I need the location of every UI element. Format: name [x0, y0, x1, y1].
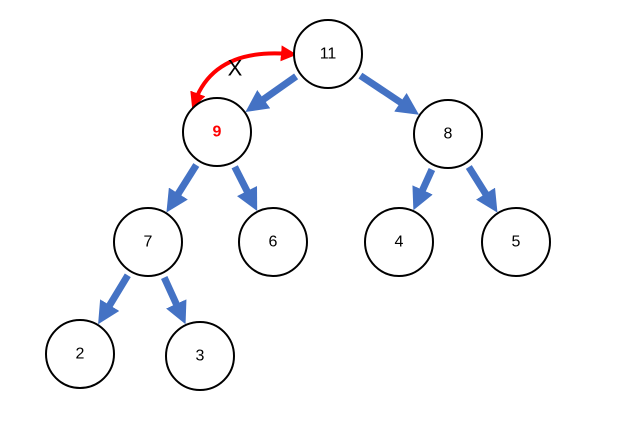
node-value-label: 4 [395, 234, 404, 251]
edge-arrow-right-rl [412, 168, 436, 211]
node-value-label: 3 [196, 348, 205, 365]
swap-indicator: X [190, 45, 297, 109]
node-circle [45, 319, 115, 389]
node-value-label: 8 [444, 126, 453, 143]
tree-node-lll: 2 [45, 319, 115, 389]
tree-node-root: 11 [293, 19, 363, 89]
node-circle [165, 321, 235, 391]
node-circle [293, 19, 363, 89]
node-circle [113, 207, 183, 277]
tree-node-ll: 7 [113, 207, 183, 277]
edge-arrow-left-lr [231, 165, 258, 211]
node-value-label: 7 [144, 234, 153, 251]
tree-node-right: 8 [413, 99, 483, 169]
tree-node-rr: 5 [481, 207, 551, 277]
node-circle [364, 207, 434, 277]
node-circle [182, 97, 252, 167]
node-value-label: 5 [512, 234, 521, 251]
node-value-label: 2 [76, 346, 85, 363]
swap-arrow [190, 45, 297, 109]
edge-arrow-root-left [245, 73, 299, 113]
edge-arrow-left-ll [166, 163, 200, 213]
tree-node-lr: 6 [238, 207, 308, 277]
node-circle [413, 99, 483, 169]
edge-arrow-right-rr [465, 165, 498, 213]
edge-arrow-ll-lll [98, 273, 131, 325]
node-value-label: 9 [213, 124, 222, 141]
tree-node-rl: 4 [364, 207, 434, 277]
edge-arrow-ll-llr [161, 276, 187, 325]
node-circle [238, 207, 308, 277]
node-value-label: 6 [269, 234, 278, 251]
tree-nodes: 11 9 8 7 6 4 5 2 3 [45, 19, 551, 391]
node-circle [481, 207, 551, 277]
edge-arrow-root-right [358, 72, 420, 115]
node-value-label: 11 [320, 46, 337, 63]
tree-node-left: 9 [182, 97, 252, 167]
tree-node-llr: 3 [165, 321, 235, 391]
swap-label: X [228, 56, 243, 81]
